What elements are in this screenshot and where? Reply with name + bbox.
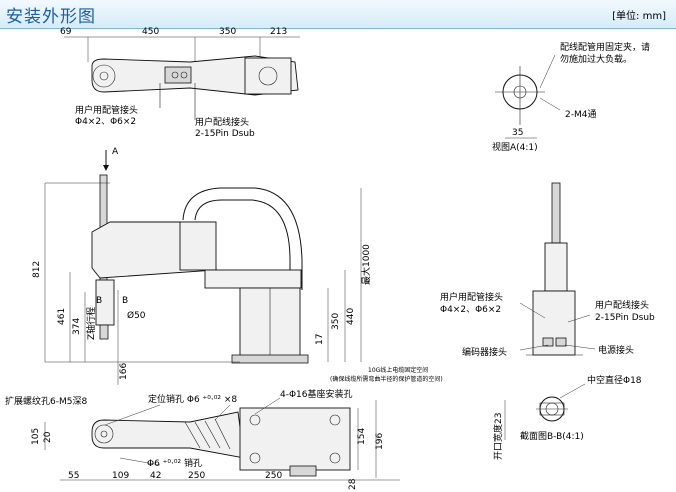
slot-width: 开口宽度23 [492, 413, 504, 460]
view-a-note-1: 配线配管用固定夹，请 [560, 41, 650, 53]
dim-812: 812 [32, 261, 42, 278]
page-title: 安装外形图 [6, 7, 96, 27]
arrow-a-label: A [112, 147, 119, 157]
dim-461: 461 [57, 308, 67, 325]
dim-55: 55 [68, 471, 79, 481]
section-b-left: B [96, 296, 102, 306]
power-label: 电源接头 [598, 344, 634, 356]
dim-105: 105 [31, 428, 41, 445]
cable-space-note-1: 10G线上电缆固定空间 [368, 366, 428, 374]
bottom-arm-hatch [184, 418, 231, 450]
dim-250-b: 250 [265, 471, 282, 481]
dim-166: 166 [119, 363, 129, 380]
dim-374: 374 [72, 318, 82, 335]
z-stroke-label: Z轴行程 [85, 307, 97, 340]
view-a-note-2: 勿施加过大负载。 [560, 53, 632, 65]
top-tube-spec: Φ4×2、Φ6×2 [75, 117, 136, 127]
dim-42: 42 [150, 471, 161, 481]
dim-o50: Ø50 [127, 310, 146, 321]
cable-duct-arc [182, 187, 303, 290]
right-tube-label: 用户用配管接头 [440, 291, 503, 303]
top-wire-label: 用户配线接头 [195, 116, 249, 128]
section-bb-view: 中空直径Φ18 开口宽度23 截面图B-B(4:1) [492, 374, 642, 460]
pin-hole-top: 定位销孔 Φ6 ⁺⁰·⁰² ×8 [148, 393, 237, 405]
unit-label: [单位: mm] [612, 11, 666, 22]
first-arm [204, 269, 302, 289]
tap-label: 扩展螺纹孔6-M5深8 [5, 395, 87, 407]
dim-154: 154 [357, 428, 367, 445]
section-b-right: B [122, 296, 128, 306]
dim-213: 213 [270, 27, 287, 37]
view-a: 配线配管用固定夹，请 勿施加过大负载。 2-M4通 35 视图A(4:1) [492, 41, 650, 153]
right-wire-label: 用户配线接头 [595, 299, 649, 311]
right-view: 用户用配管接头 Φ4×2、Φ6×2 用户配线接头 2-15Pin Dsub 编码… [440, 182, 655, 358]
dim-450: 450 [142, 27, 159, 37]
bottom-view: 扩展螺纹孔6-M5深8 定位销孔 Φ6 ⁺⁰·⁰² ×8 4-Φ16基座安装孔 … [5, 388, 400, 490]
base-holes-label: 4-Φ16基座安装孔 [280, 388, 353, 400]
right-arm [544, 242, 568, 292]
right-shaft [551, 182, 561, 244]
right-tube-spec: Φ4×2、Φ6×2 [440, 305, 501, 315]
dim-250-a: 250 [188, 471, 205, 481]
bottom-base-plate [239, 407, 351, 471]
side-view: A 812 461 374 Z轴行程 Ø50 350 440 17 166 最大… [32, 147, 443, 385]
encoder-label: 编码器接头 [462, 346, 507, 358]
top-tube-label: 用户用配管接头 [75, 104, 138, 116]
view-a-dim: 35 [512, 128, 523, 138]
arm-joint-circle [92, 64, 116, 88]
header-bar: 安装外形图 [单位: mm] [0, 0, 676, 29]
right-wire-spec: 2-15Pin Dsub [595, 313, 655, 323]
dim-69: 69 [60, 27, 72, 37]
cable-space-note-2: (确保线缆所需弯曲半径的保护管道的空间) [330, 375, 443, 383]
dim-109: 109 [112, 471, 129, 481]
view-a-hole: 2-M4通 [565, 109, 596, 120]
top-wire-spec: 2-15Pin Dsub [195, 129, 255, 139]
right-base [532, 290, 576, 356]
dim-440: 440 [346, 308, 356, 325]
pin-hole-bottom: Φ6 ⁺⁰·⁰² 销孔 [147, 457, 202, 469]
dim-28: 28 [348, 478, 358, 490]
top-view: 69 450 350 213 用户用配管接头 Φ4×2、Φ6×2 用户配线接头 … [60, 27, 300, 139]
arm-base-joint [244, 57, 292, 95]
view-a-caption: 视图A(4:1) [492, 141, 538, 153]
dim-196: 196 [375, 433, 385, 450]
dim-17: 17 [315, 334, 325, 345]
dim-20: 20 [43, 431, 53, 443]
dim-350: 350 [331, 313, 341, 330]
arm-joint-housing [179, 221, 217, 271]
base-plate [231, 354, 309, 364]
hollow-diameter: 中空直径Φ18 [587, 374, 642, 386]
dim-350: 350 [219, 27, 236, 37]
bottom-arm-outline [91, 411, 245, 459]
dim-max1000: 最大1000 [360, 244, 372, 285]
section-caption: 截面图B-B(4:1) [520, 430, 584, 442]
